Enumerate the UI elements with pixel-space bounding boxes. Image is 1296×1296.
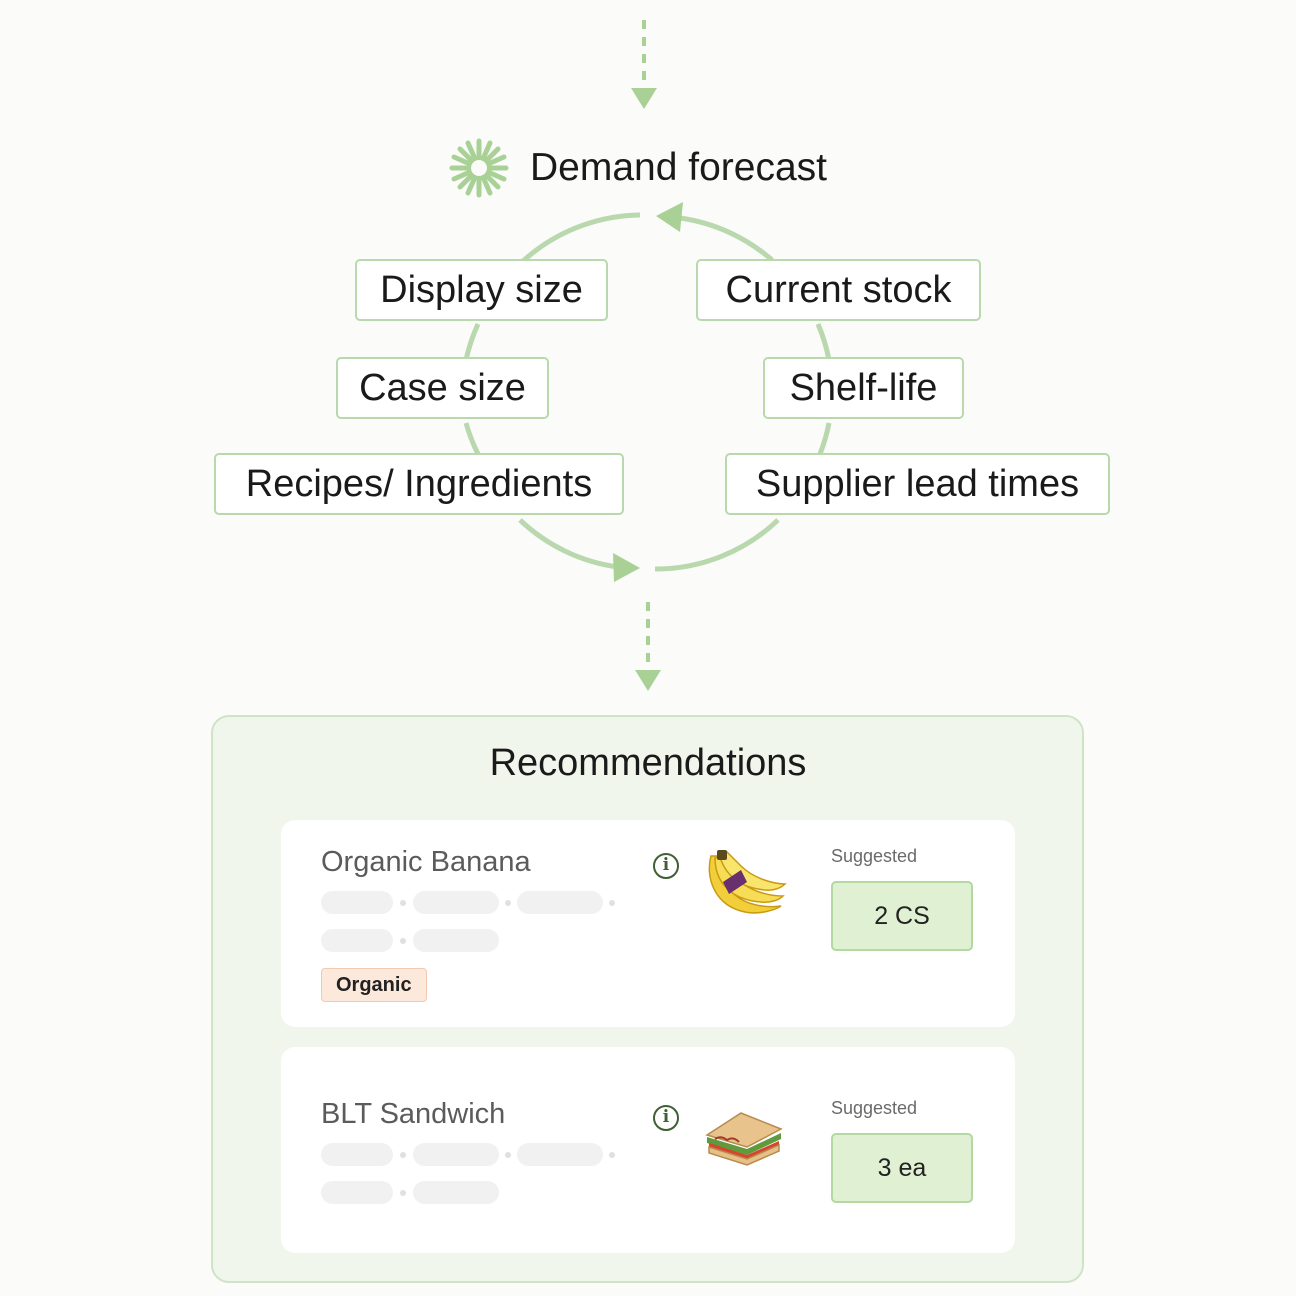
cycle-arc-bottom-left bbox=[518, 518, 619, 570]
recommendation-card-banana[interactable]: Organic Banana Organic i Suggested 2 CS bbox=[281, 820, 1015, 1027]
cycle-arc-left bbox=[463, 322, 481, 361]
cycle-arc-right bbox=[815, 323, 832, 361]
cycle-arc-left-low bbox=[463, 422, 481, 456]
placeholder-bar bbox=[321, 1143, 393, 1166]
cycle-arc-top-right bbox=[679, 215, 774, 262]
banana-icon bbox=[708, 850, 787, 914]
item-name: BLT Sandwich bbox=[321, 1098, 506, 1130]
separator-dot bbox=[400, 900, 406, 906]
item-name: Organic Banana bbox=[321, 846, 531, 878]
cycle-arrowhead-bottom bbox=[613, 553, 640, 582]
info-icon[interactable]: i bbox=[653, 853, 679, 879]
factor-case-size: Case size bbox=[336, 357, 549, 419]
suggested-label: Suggested bbox=[831, 846, 918, 866]
placeholder-bar bbox=[321, 1181, 393, 1204]
recommendations-title: Recommendations bbox=[489, 742, 807, 784]
demand-forecast-title: Demand forecast bbox=[530, 146, 827, 189]
sandwich-icon bbox=[705, 1112, 783, 1166]
arrowhead-top bbox=[631, 88, 657, 109]
factor-display-size: Display size bbox=[355, 259, 608, 321]
separator-dot bbox=[609, 1152, 615, 1158]
placeholder-bar bbox=[413, 1143, 499, 1166]
factor-current-stock: Current stock bbox=[696, 259, 981, 321]
separator-dot bbox=[609, 900, 615, 906]
placeholder-bar bbox=[517, 891, 603, 914]
cycle-arc-right-low bbox=[817, 422, 832, 455]
arrowhead-bottom bbox=[635, 670, 661, 691]
suggested-label: Suggested bbox=[831, 1098, 918, 1118]
placeholder-bar bbox=[321, 891, 393, 914]
placeholder-bar bbox=[413, 1181, 499, 1204]
factor-shelf-life: Shelf-life bbox=[763, 357, 964, 419]
sparkle-burst-icon bbox=[449, 138, 509, 198]
suggested-quantity-box[interactable]: 3 ea bbox=[831, 1133, 973, 1203]
placeholder-bar bbox=[413, 929, 499, 952]
placeholder-bar bbox=[517, 1143, 603, 1166]
organic-tag: Organic bbox=[321, 968, 427, 1002]
separator-dot bbox=[505, 1152, 511, 1158]
recommendation-card-sandwich[interactable]: BLT Sandwich i Suggested 3 ea bbox=[281, 1047, 1015, 1253]
placeholder-bar bbox=[413, 891, 499, 914]
separator-dot bbox=[400, 1190, 406, 1196]
cycle-arc-top-left bbox=[520, 212, 641, 264]
flow-diagram bbox=[463, 20, 832, 691]
cycle-arrowhead-top bbox=[656, 202, 683, 232]
suggested-quantity-box[interactable]: 2 CS bbox=[831, 881, 973, 951]
factor-recipes-ingredients: Recipes/ Ingredients bbox=[214, 453, 624, 515]
info-icon[interactable]: i bbox=[653, 1105, 679, 1131]
separator-dot bbox=[400, 938, 406, 944]
separator-dot bbox=[400, 1152, 406, 1158]
factor-supplier-lead-times: Supplier lead times bbox=[725, 453, 1110, 515]
separator-dot bbox=[505, 900, 511, 906]
cycle-arc-bottom-right bbox=[654, 518, 780, 572]
placeholder-bar bbox=[321, 929, 393, 952]
